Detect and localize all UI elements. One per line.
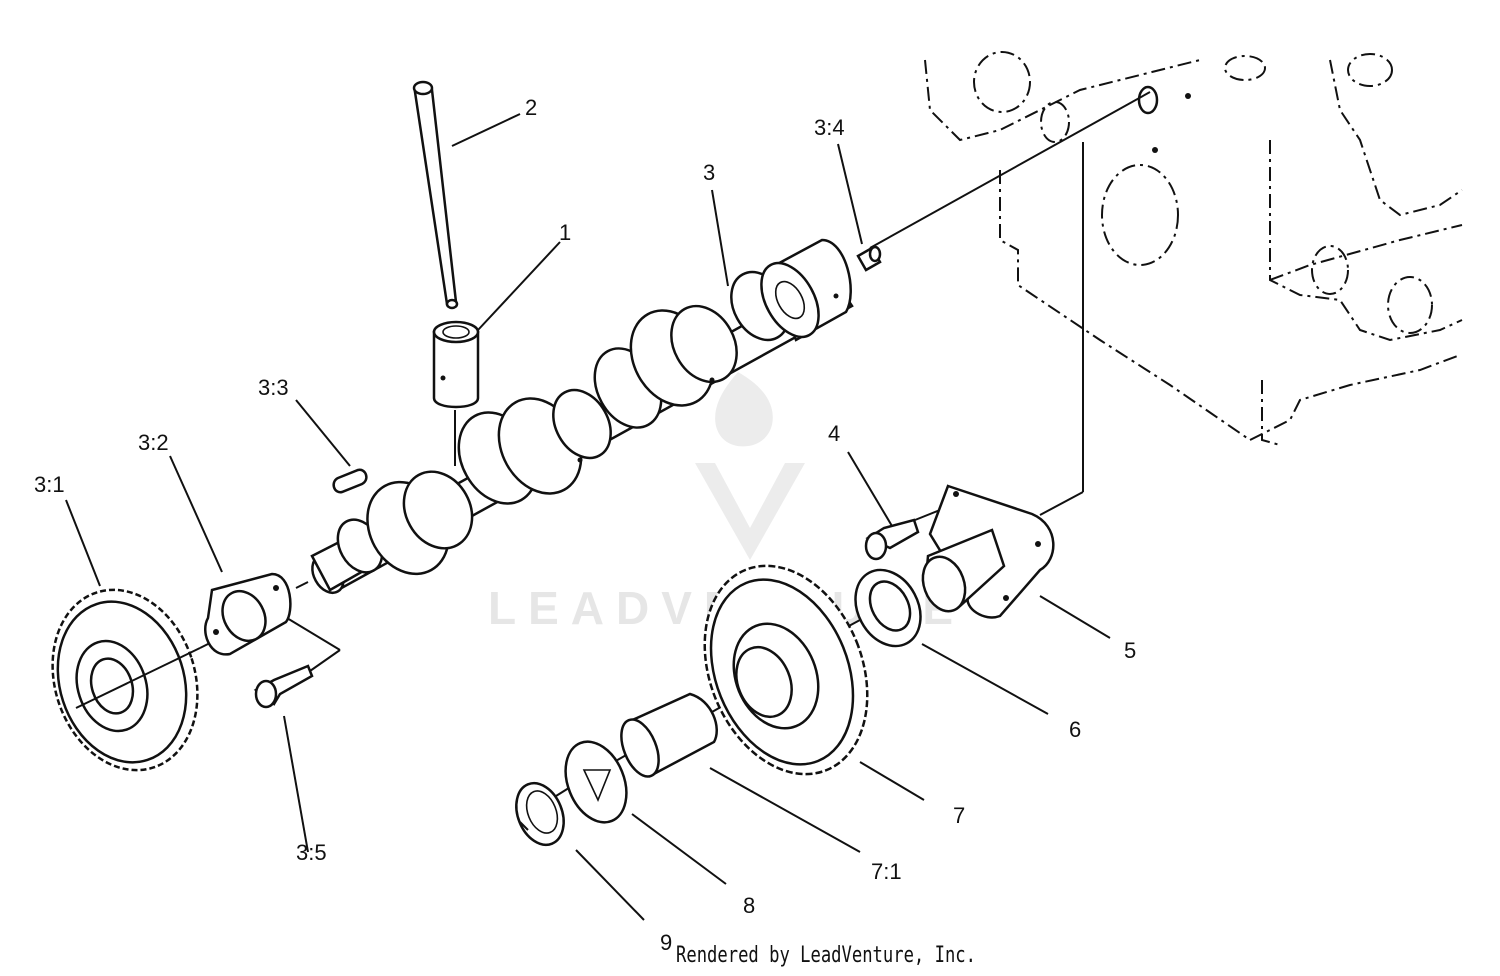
thrust-plate <box>203 572 292 656</box>
callout-3-3: 3:3 <box>258 375 289 400</box>
callout-9: 9 <box>660 930 672 955</box>
cap-screw-4 <box>864 518 920 561</box>
bushing <box>620 692 718 778</box>
callout-8: 8 <box>743 893 755 918</box>
callout-2: 2 <box>525 95 537 120</box>
callouts: 1 2 3 3:1 3:2 3:3 3:4 3:5 4 5 6 7 7:1 8 … <box>34 95 1136 955</box>
callout-5: 5 <box>1124 638 1136 663</box>
callout-4: 4 <box>828 421 840 446</box>
callout-1: 1 <box>559 220 571 245</box>
camshaft-gear <box>51 588 201 772</box>
callout-3-1: 3:1 <box>34 472 65 497</box>
tappet <box>432 320 480 409</box>
callout-7-1: 7:1 <box>871 859 902 884</box>
callout-7: 7 <box>953 803 965 828</box>
plug <box>856 245 882 272</box>
callout-3-4: 3:4 <box>814 115 845 140</box>
woodruff-key <box>332 468 368 494</box>
thrust-washer-6 <box>854 568 922 648</box>
snap-ring <box>515 781 565 847</box>
engine-block <box>924 51 1463 446</box>
callout-3: 3 <box>703 160 715 185</box>
thrust-washer-8 <box>564 740 628 824</box>
callout-6: 6 <box>1069 717 1081 742</box>
cap-screw-3-5 <box>253 664 314 709</box>
callout-3-5: 3:5 <box>296 840 327 865</box>
callout-3-2: 3:2 <box>138 430 169 455</box>
idler-spindle <box>921 484 1055 619</box>
leader-lines <box>65 113 1111 921</box>
push-rod <box>412 80 459 310</box>
render-credit: Rendered by LeadVenture, Inc. <box>676 943 976 968</box>
camshaft <box>310 238 854 595</box>
idler-gear <box>703 564 869 776</box>
